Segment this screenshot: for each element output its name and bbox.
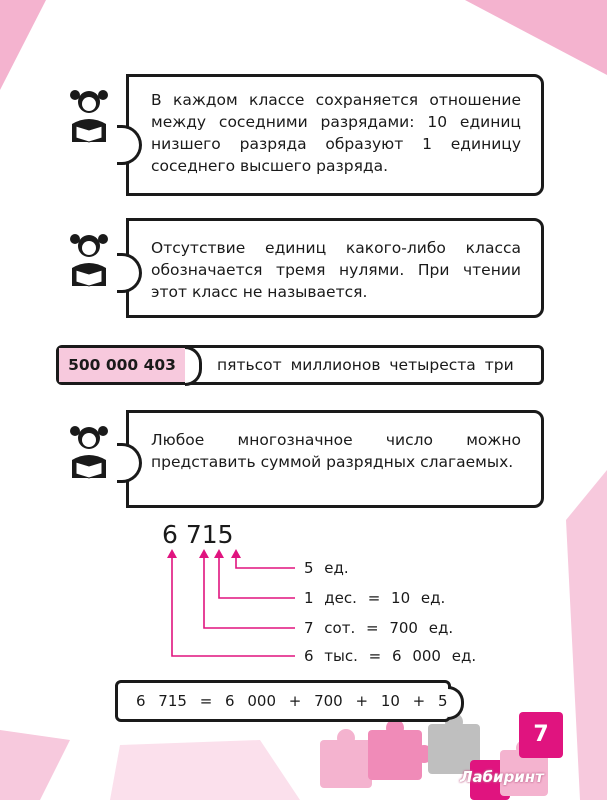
sum-text: 6 715 = 6 000 + 700 + 10 + 5 bbox=[136, 692, 448, 710]
breakdown-line-3: 7 сот. = 700 ед. bbox=[304, 619, 454, 637]
breakdown-line-1: 5 ед. bbox=[304, 559, 349, 577]
rule-card-3: Любое многозначное число можно представи… bbox=[56, 410, 544, 508]
breakdown-line-2: 1 дес. = 10 ед. bbox=[304, 589, 446, 607]
girl-reading-icon bbox=[70, 426, 108, 479]
number-example-row: 500 000 403 пятьсот миллионов четыреста … bbox=[56, 345, 544, 386]
page-number: 7 bbox=[519, 712, 563, 758]
example-number-words: пятьсот миллионов четыреста три bbox=[217, 356, 514, 374]
girl-reading-icon bbox=[70, 90, 108, 143]
rule-card-1: В каждом классе сохраняется отношение ме… bbox=[56, 74, 544, 196]
puzzle-pieces-decoration bbox=[320, 713, 548, 800]
breakdown-line-4: 6 тыс. = 6 000 ед. bbox=[304, 647, 477, 665]
example-number: 500 000 403 bbox=[59, 348, 188, 382]
breakdown-number: 6 715 bbox=[162, 520, 234, 549]
watermark: Лабиринт bbox=[460, 768, 544, 786]
rule-text-2: Отсутствие единиц какого-либо класса обо… bbox=[151, 239, 521, 301]
arrow-up-icon bbox=[167, 549, 241, 558]
girl-reading-icon bbox=[70, 234, 108, 287]
rule-text-1: В каждом классе сохраняется отношение ме… bbox=[151, 91, 521, 175]
rule-card-2: Отсутствие единиц какого-либо класса обо… bbox=[56, 218, 544, 318]
rule-text-3: Любое многозначное число можно представи… bbox=[151, 431, 521, 471]
sum-expression: 6 715 = 6 000 + 700 + 10 + 5 bbox=[115, 680, 464, 722]
